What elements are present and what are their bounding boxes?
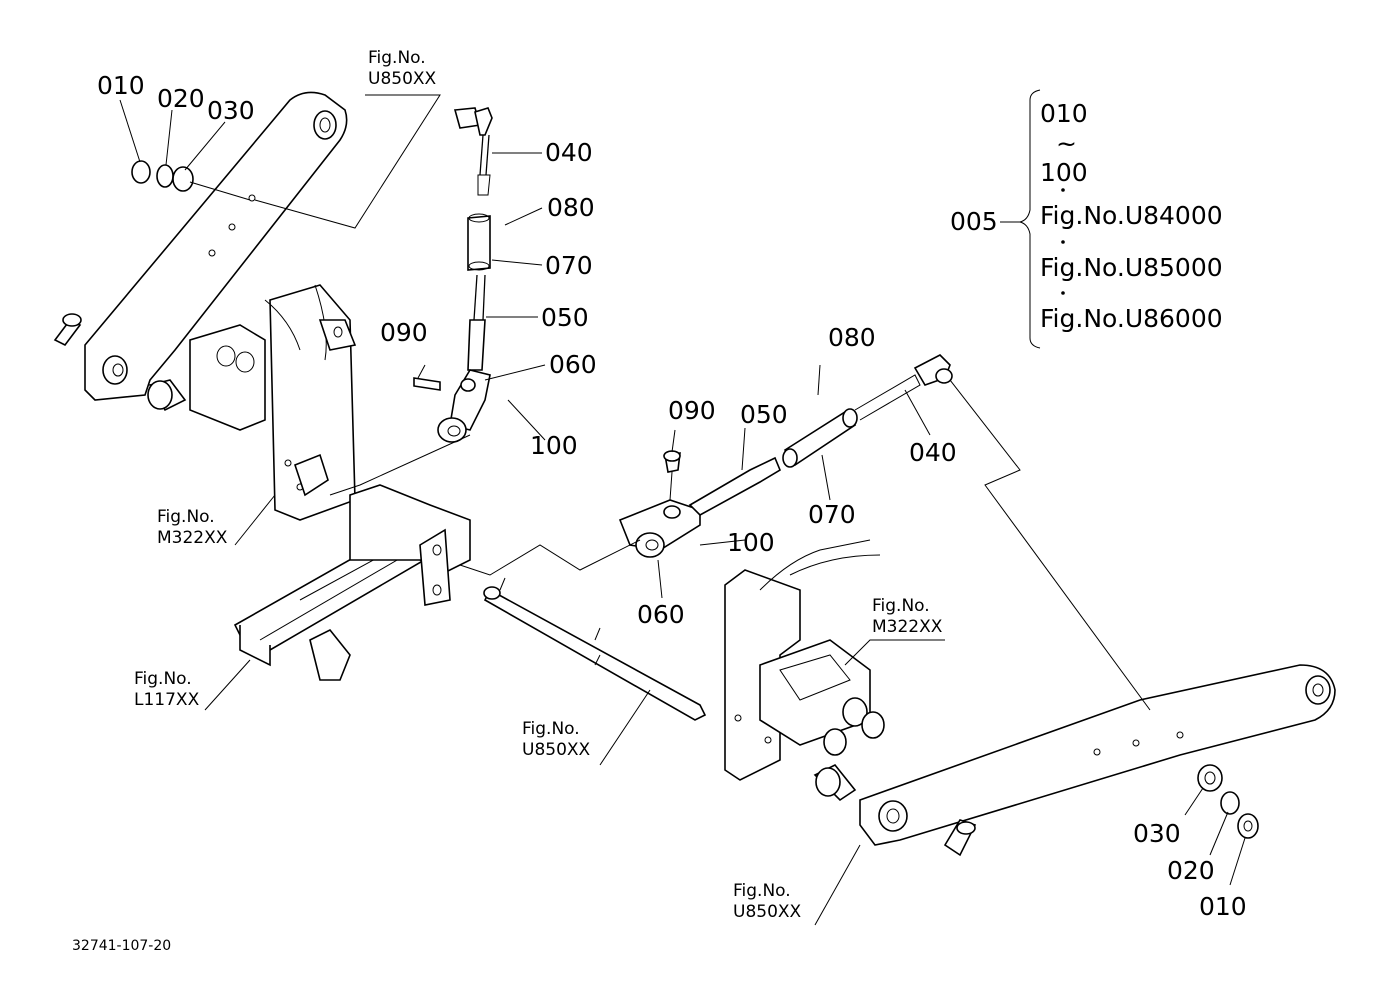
- left-callout-100: 100: [530, 431, 578, 460]
- right-nut-washer-set: [1197, 764, 1259, 839]
- left-fig-ref-lift-arm: Fig.No. U850XX: [368, 48, 436, 90]
- fig-ref-line: U850XX: [368, 69, 437, 89]
- right-callout-050: 050: [740, 400, 788, 429]
- right-callout-070: 070: [808, 500, 856, 529]
- right-callout-030: 030: [1133, 819, 1181, 848]
- legend-bracket: [1000, 89, 1065, 349]
- right-callout-020: 020: [1167, 856, 1215, 885]
- left-link-rod: [413, 107, 493, 443]
- right-callout-060: 060: [637, 600, 685, 629]
- cross-shaft: [483, 577, 707, 721]
- right-fig-ref-lift-arm: Fig.No. U850XX: [733, 881, 801, 923]
- document-id: 32741-107-20: [72, 938, 172, 954]
- left-lift-arm: [84, 91, 348, 401]
- left-lift-arm-pin: [53, 313, 82, 347]
- left-callout-010: 010: [97, 71, 145, 100]
- legend-line-4: Fig.No.U85000: [1040, 253, 1223, 282]
- fig-ref-line: Fig.No.: [522, 719, 580, 739]
- legend-line-3: Fig.No.U84000: [1040, 201, 1223, 230]
- right-lift-arm-pin: [943, 819, 977, 857]
- right-bracket: [724, 539, 885, 781]
- fig-ref-line: Fig.No.: [733, 881, 791, 901]
- right-callout-040: 040: [909, 438, 957, 467]
- left-callout-090: 090: [380, 318, 428, 347]
- fig-ref-line: U850XX: [733, 902, 802, 922]
- right-fig-ref-shaft: Fig.No. U850XX: [522, 719, 590, 761]
- legend-line-2: 100: [1040, 158, 1088, 187]
- right-callout-100: 100: [727, 528, 775, 557]
- left-callout-030: 030: [207, 96, 255, 125]
- left-nut-washer-set: [131, 160, 251, 201]
- fig-ref-line: Fig.No.: [872, 596, 930, 616]
- left-bracket: [189, 284, 357, 521]
- fig-ref-line: M322XX: [872, 617, 943, 637]
- left-callout-040: 040: [545, 138, 593, 167]
- fig-ref-line: U850XX: [522, 740, 591, 760]
- legend-line-1: 010: [1040, 99, 1088, 128]
- left-fig-ref-bracket: Fig.No. M322XX: [157, 507, 227, 549]
- right-callout-080: 080: [828, 323, 876, 352]
- left-callout-050: 050: [541, 303, 589, 332]
- right-link-rod: [618, 354, 953, 558]
- fig-ref-line: Fig.No.: [368, 48, 426, 68]
- right-callout-090: 090: [668, 396, 716, 425]
- left-callout-080: 080: [547, 193, 595, 222]
- right-lift-arm: [859, 664, 1336, 846]
- fig-ref-line: Fig.No.: [134, 669, 192, 689]
- right-bushing: [813, 763, 857, 802]
- left-callout-060: 060: [549, 350, 597, 379]
- fig-ref-line: M322XX: [157, 528, 228, 548]
- legend-ref-005: 005: [950, 207, 998, 236]
- fig-ref-line: Fig.No.: [157, 507, 215, 527]
- left-fig-ref-frame: Fig.No. L117XX: [134, 669, 199, 711]
- left-frame: [233, 484, 471, 681]
- left-bushing: [147, 379, 187, 412]
- legend-line-5: Fig.No.U86000: [1040, 304, 1223, 333]
- leader-lines: [119, 94, 1246, 926]
- legend-line-tilde: ~: [1056, 129, 1077, 158]
- right-fig-ref-bracket: Fig.No. M322XX: [872, 596, 942, 638]
- fig-ref-line: L117XX: [134, 690, 200, 710]
- right-callout-010: 010: [1199, 892, 1247, 921]
- left-callout-020: 020: [157, 84, 205, 113]
- left-callout-070: 070: [545, 251, 593, 280]
